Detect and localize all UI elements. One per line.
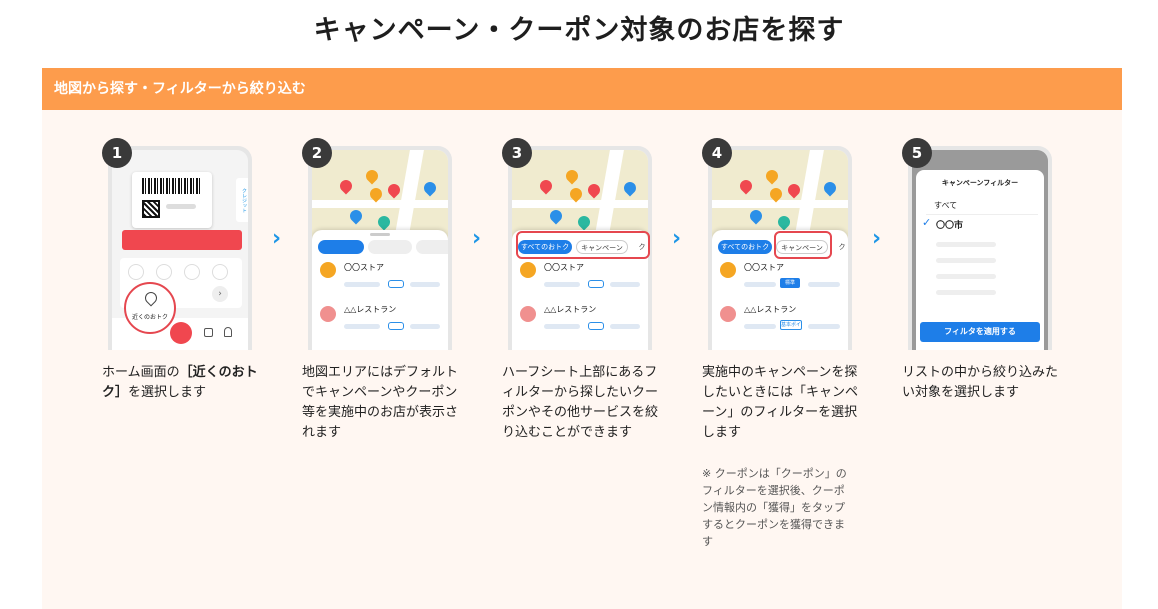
store-icon [720,306,736,322]
store-name[interactable]: 〇〇ストア [344,263,384,272]
campaign-highlight [774,231,832,259]
location-pin-icon [142,289,160,307]
map-pin [785,181,803,199]
campaign-tag: 標準 [780,278,800,288]
page-title: キャンペーン・クーポン対象のお店を探す [313,15,845,46]
map-pin [585,181,603,199]
step-badge: 1 [102,138,132,168]
near-deals-button[interactable]: 近くのおトク [124,282,176,334]
red-fab[interactable] [170,322,192,344]
map-pin [563,167,581,185]
chip-campaign[interactable]: キャンペーン [776,240,828,254]
side-tab[interactable]: クレジット [236,178,248,222]
pay-banner[interactable] [122,230,242,250]
step-note: ※ クーポンは「クーポン」のフィルターを選択後、クーポン情報内の「獲得」をタップ… [702,467,847,548]
campaign-tag: 基本ポイ [780,320,802,330]
map-pin [347,207,365,225]
map-area[interactable] [712,150,848,240]
store-icon [720,262,736,278]
map-pin [575,213,593,231]
step-description: リストの中から絞り込みたい対象を選択します [902,365,1059,400]
map-pin [737,177,755,195]
phone-mockup: すべてのおトク キャンペーン ク 〇〇ストア 標準 △△レストラン 基本ポイ [708,146,852,350]
map-area[interactable] [312,150,448,240]
map-pin [337,177,355,195]
chevron-right-icon[interactable]: › [212,286,228,302]
chevron-right-icon: › [472,226,482,251]
map-pin [775,213,793,231]
step-badge: 4 [702,138,732,168]
chevron-right-icon: › [872,226,882,251]
map-pin [547,207,565,225]
store-icon [320,306,336,322]
barcode-image [142,178,202,194]
chip-campaign[interactable]: キャンペーン [576,240,628,254]
phone-screen: すべてのおトク キャンペーン ク 〇〇ストア △△レストラン [512,150,648,350]
phone-mockup: 〇〇ストア △△レストラン [308,146,452,350]
store-icon [520,262,536,278]
step-description: ハーフシート上部にあるフィルターから探したいクーポンやその他サービスを絞り込むこ… [502,365,659,440]
map-pin [421,179,439,197]
section: 地図から探す・フィルターから絞り込む 1 クレジット › [42,68,1122,609]
chip-coupon[interactable]: ク [632,240,648,254]
section-header: 地図から探す・フィルターから絞り込む [42,68,1122,110]
map-pin [621,179,639,197]
step-description: 地図エリアにはデフォルトでキャンペーンやクーポン等を実施中のお店が表示されます [302,365,459,440]
apply-filter-button[interactable]: フィルタを適用する [920,322,1040,342]
filter-chip[interactable] [318,240,364,254]
half-sheet: 〇〇ストア △△レストラン [312,230,448,350]
half-sheet: すべてのおトク キャンペーン ク 〇〇ストア 標準 △△レストラン 基本ポイ [712,230,848,350]
map-pin [763,167,781,185]
step-badge: 5 [902,138,932,168]
chevron-right-icon: › [272,226,282,251]
filter-title: キャンペーンフィルター [941,179,1019,187]
filter-panel: キャンペーンフィルター すべて ✓ 〇〇市 フィルタを適用する [916,170,1044,350]
step-description: 実施中のキャンペーンを探したいときには「キャンペーン」のフィルターを選択します [702,365,859,440]
phone-mockup: すべてのおトク キャンペーン ク 〇〇ストア △△レストラン [508,146,652,350]
store-icon [320,262,336,278]
user-icon[interactable] [224,327,232,337]
filter-chip[interactable] [416,240,448,254]
map-area[interactable] [512,150,648,240]
step-badge: 2 [302,138,332,168]
barcode-card [132,172,212,228]
filter-option-all[interactable]: すべて [934,201,958,210]
step-badge: 3 [502,138,532,168]
store-name[interactable]: 〇〇ストア [744,263,784,272]
map-pin [537,177,555,195]
map-pin [375,213,393,231]
filter-option-city[interactable]: 〇〇市 [936,221,964,231]
map-pin [821,179,839,197]
store-name[interactable]: △△レストラン [544,305,597,314]
check-icon: ✓ [922,216,932,229]
phone-screen: すべてのおトク キャンペーン ク 〇〇ストア 標準 △△レストラン 基本ポイ [712,150,848,350]
store-name[interactable]: △△レストラン [744,305,797,314]
store-name[interactable]: △△レストラン [344,305,397,314]
filter-chip[interactable] [368,240,412,254]
phone-screen: キャンペーンフィルター すべて ✓ 〇〇市 フィルタを適用する [912,150,1048,350]
step-description: ホーム画面の［近くのおトク］を選択します [102,365,258,400]
chip-all-deals[interactable]: すべてのおトク [518,240,572,254]
phone-screen: 〇〇ストア △△レストラン [312,150,448,350]
store-name[interactable]: 〇〇ストア [544,263,584,272]
qr-code-image [142,200,160,218]
chip-coupon[interactable]: ク [832,240,848,254]
near-deals-label: 近くのおトク [131,314,168,321]
chevron-right-icon: › [672,226,682,251]
wallet-icon[interactable] [204,328,213,337]
store-icon [520,306,536,322]
half-sheet: すべてのおトク キャンペーン ク 〇〇ストア △△レストラン [512,230,648,350]
phone-mockup: キャンペーンフィルター すべて ✓ 〇〇市 フィルタを適用する [908,146,1052,350]
filter-highlight [516,231,650,259]
chip-all-deals[interactable]: すべてのおトク [718,240,772,254]
map-pin [363,167,381,185]
map-pin [385,181,403,199]
map-pin [747,207,765,225]
